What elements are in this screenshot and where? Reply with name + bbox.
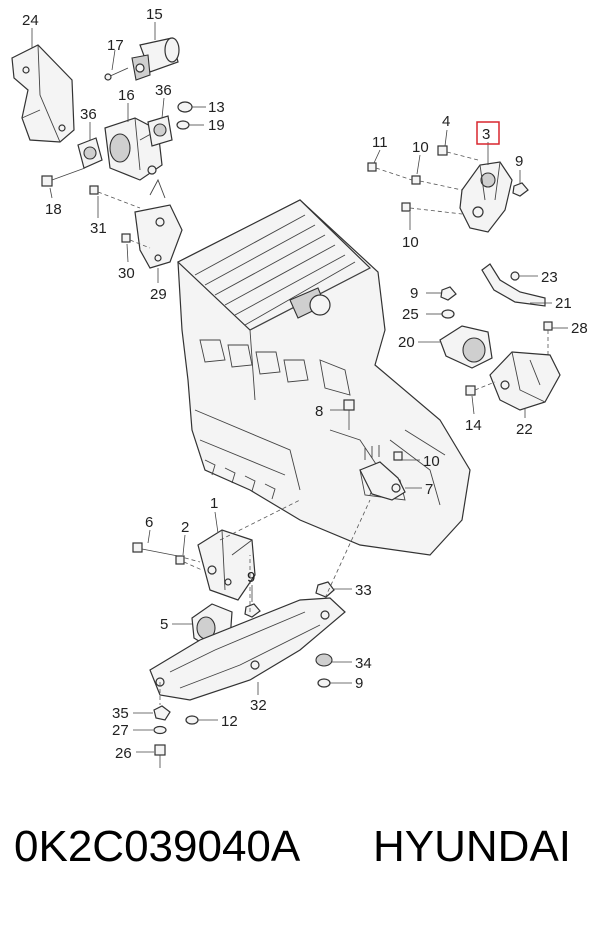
callout-9-bottom: 9 bbox=[355, 675, 363, 692]
part-9-nut-bottom bbox=[317, 678, 331, 688]
part-22-bracket bbox=[489, 351, 561, 411]
callout-4: 4 bbox=[442, 113, 450, 130]
callout-32: 32 bbox=[250, 697, 267, 714]
part-20-mount bbox=[439, 325, 493, 369]
callout-23: 23 bbox=[541, 269, 558, 286]
part-30-bolt bbox=[121, 233, 151, 249]
callout-11: 11 bbox=[372, 134, 388, 151]
part-6-bolt bbox=[132, 542, 201, 563]
callout-18: 18 bbox=[45, 201, 62, 218]
callout-6: 6 bbox=[145, 514, 153, 531]
part-32-crossmember bbox=[149, 597, 346, 701]
callout-31: 31 bbox=[90, 220, 107, 237]
callout-13: 13 bbox=[208, 99, 225, 116]
part-25-washer bbox=[426, 309, 455, 319]
part-13-nut bbox=[177, 101, 206, 113]
part-14-bolt bbox=[465, 381, 496, 396]
callout-labels: 24 15 17 16 36 36 13 19 18 31 30 29 11 1… bbox=[22, 6, 588, 762]
part-31-bolt bbox=[89, 185, 141, 209]
part-24-bracket bbox=[11, 44, 75, 143]
callout-28: 28 bbox=[571, 320, 588, 337]
part-12-clip bbox=[185, 715, 199, 725]
callout-19: 19 bbox=[208, 117, 225, 134]
callout-33: 33 bbox=[355, 582, 372, 599]
callout-16: 16 bbox=[118, 87, 135, 104]
part-1-bracket bbox=[197, 529, 256, 601]
callout-24: 24 bbox=[22, 12, 39, 29]
callout-29: 29 bbox=[150, 286, 167, 303]
part-11-bolt bbox=[367, 162, 413, 181]
part-17-bolt bbox=[104, 67, 129, 81]
callout-8: 8 bbox=[315, 403, 323, 420]
brand-name: HYUNDAI bbox=[373, 822, 572, 871]
callout-25: 25 bbox=[402, 306, 419, 323]
callout-9-top: 9 bbox=[515, 153, 523, 170]
callout-17: 17 bbox=[107, 37, 124, 54]
callout-3: 3 bbox=[482, 126, 490, 143]
part-33-nut bbox=[315, 581, 335, 598]
callout-10-upper: 10 bbox=[412, 139, 429, 156]
callout-22: 22 bbox=[516, 421, 533, 438]
part-10-bolt-upper bbox=[411, 175, 463, 191]
callout-10-mid: 10 bbox=[423, 453, 440, 470]
callout-27: 27 bbox=[112, 722, 129, 739]
callout-9-low: 9 bbox=[247, 569, 255, 586]
part-29-bracket bbox=[134, 178, 183, 269]
callout-10-lower: 10 bbox=[402, 234, 419, 251]
part-27-washer bbox=[153, 725, 167, 735]
callout-35: 35 bbox=[112, 705, 129, 722]
part-3-mounting-bracket bbox=[459, 161, 513, 233]
callout-9-mid: 9 bbox=[410, 285, 418, 302]
part-8-bolt bbox=[330, 399, 355, 430]
callout-20: 20 bbox=[398, 334, 415, 351]
part-26-bolt bbox=[154, 744, 166, 768]
part-9-nut-low bbox=[244, 603, 261, 618]
part-2-bolt bbox=[175, 555, 203, 571]
callout-26: 26 bbox=[115, 745, 132, 762]
part-21-bracket bbox=[481, 263, 546, 307]
callout-30: 30 bbox=[118, 265, 135, 282]
callout-36-right: 36 bbox=[155, 82, 172, 99]
part-18-bolt bbox=[41, 167, 86, 187]
callout-14: 14 bbox=[465, 417, 482, 434]
callout-34: 34 bbox=[355, 655, 372, 672]
engine-mount-exploded-diagram: 24 15 17 16 36 36 13 19 18 31 30 29 11 1… bbox=[11, 6, 588, 768]
caption-bar: 0K2C039040A HYUNDAI bbox=[0, 822, 600, 892]
part-34-bushing bbox=[315, 653, 333, 667]
callout-15: 15 bbox=[146, 6, 163, 23]
part-23-bolt bbox=[510, 271, 538, 281]
callout-12: 12 bbox=[221, 713, 238, 730]
part-number: 0K2C039040A bbox=[14, 822, 301, 871]
part-16-mount bbox=[104, 117, 163, 181]
callout-7: 7 bbox=[425, 481, 433, 498]
part-10-bolt-mid bbox=[393, 451, 420, 461]
callout-1: 1 bbox=[210, 495, 218, 512]
part-36-bushing-right bbox=[147, 115, 173, 147]
part-19-washer bbox=[176, 120, 204, 130]
callout-21: 21 bbox=[555, 295, 572, 312]
part-10-bolt-lower bbox=[401, 202, 463, 215]
callout-36-left: 36 bbox=[80, 106, 97, 123]
part-9-nut-mid bbox=[426, 286, 457, 301]
part-3-highlight-box bbox=[476, 121, 500, 145]
callout-2: 2 bbox=[181, 519, 189, 536]
part-36-bushing-left bbox=[77, 137, 103, 169]
part-7-bracket bbox=[359, 445, 406, 501]
part-35-nut bbox=[153, 705, 171, 721]
engine-block bbox=[176, 199, 471, 556]
part-15-damper bbox=[131, 37, 180, 81]
callout-5: 5 bbox=[160, 616, 168, 633]
part-9-nut-top bbox=[512, 182, 529, 197]
part-4-bolt bbox=[437, 145, 479, 161]
